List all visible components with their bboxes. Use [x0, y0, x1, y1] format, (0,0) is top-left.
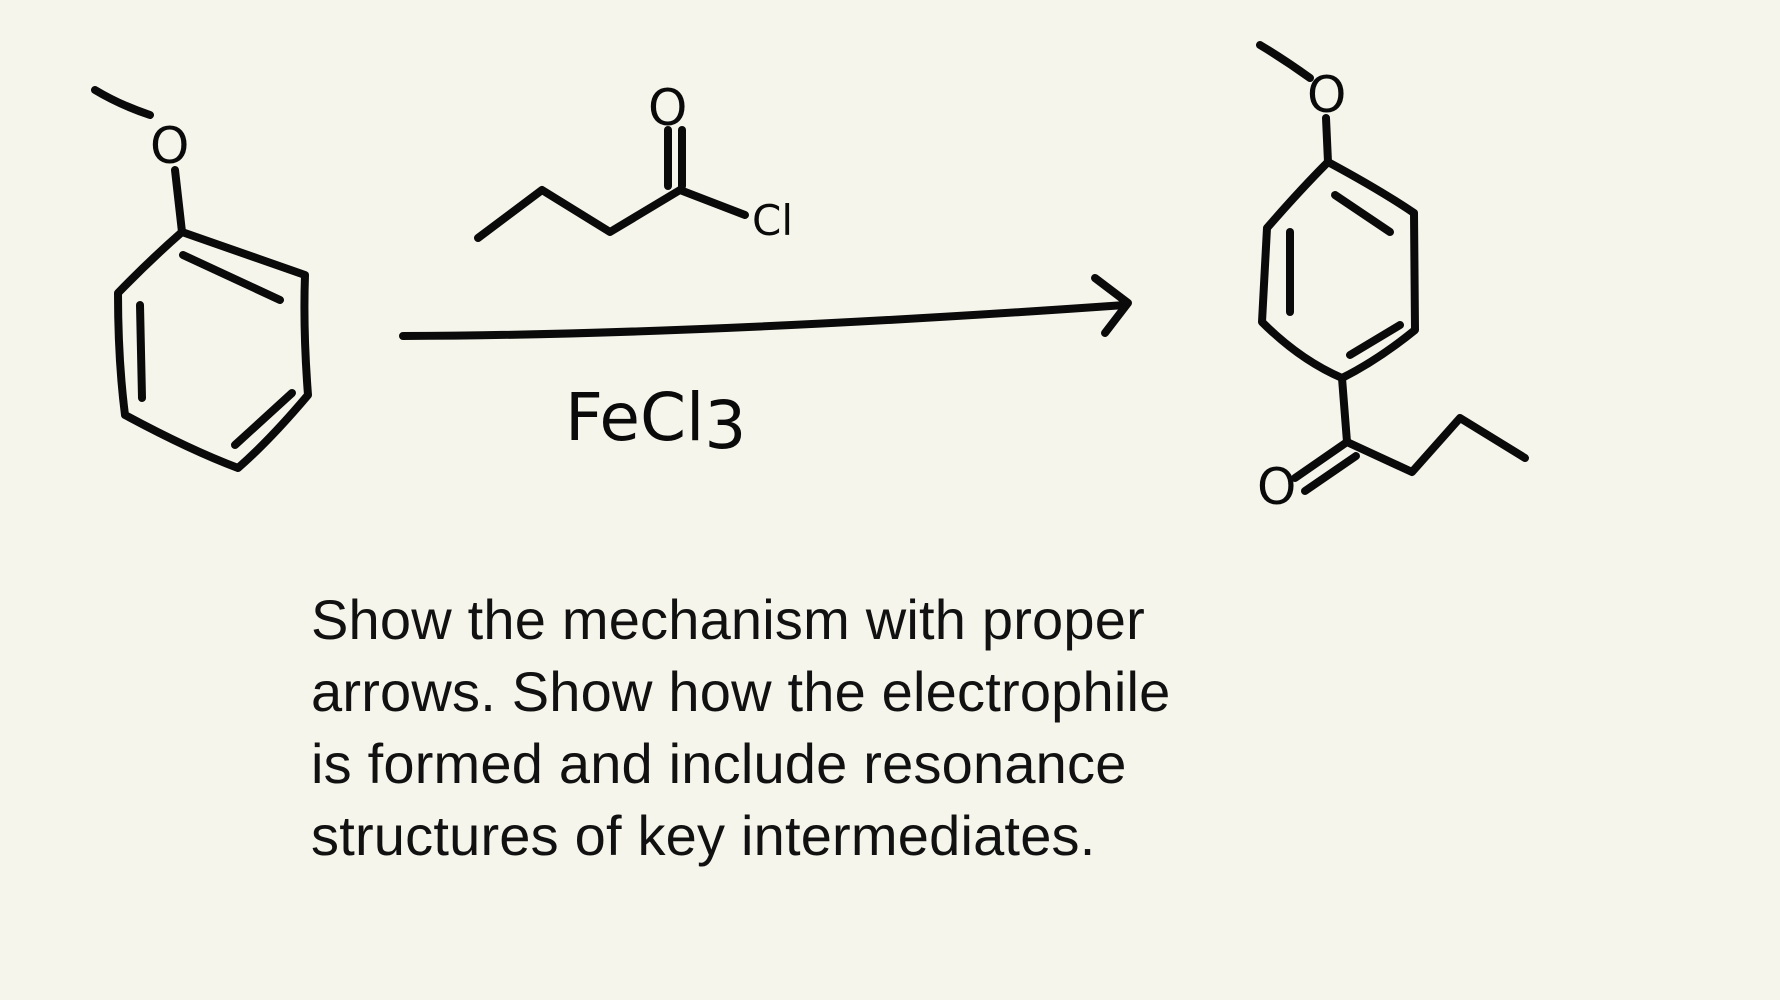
reaction-arrow-shaft — [399, 301, 1129, 340]
catalyst-main: FeCl — [565, 379, 704, 456]
instruction-line-2: arrows. Show how the electrophile — [311, 660, 1171, 723]
reagent-chlorine-label: Cl — [752, 196, 793, 245]
product-carbonyl-oxygen-label: O — [1257, 458, 1296, 516]
reagent-c-cl-bond — [676, 186, 749, 219]
reagent-oxygen-label: O — [648, 79, 687, 137]
reactant-double-bond-left — [136, 301, 146, 402]
instruction-line-1: Show the mechanism with proper — [311, 588, 1145, 651]
catalyst-subscript: 3 — [704, 387, 746, 464]
product-ethyl-chain — [1343, 414, 1529, 476]
reactant-o-ring-bond — [171, 166, 186, 236]
reactant-oxygen-label: O — [150, 117, 189, 175]
product-carbonyl-bond-1 — [1291, 438, 1351, 482]
product-carbonyl-bond-2 — [1301, 452, 1360, 495]
reactant-double-bond-bottom — [231, 389, 296, 449]
reactant-ring — [114, 228, 312, 472]
reaction-arrow-head — [1091, 274, 1132, 337]
product-o-ring-bond — [1322, 114, 1332, 166]
product-double-bond-top — [1331, 191, 1394, 236]
reagent-chain — [474, 186, 684, 242]
instruction-text: Show the mechanism with proper arrows. S… — [311, 584, 1311, 872]
product-methyl-bond — [1256, 41, 1314, 82]
reactant-methyl-bond — [91, 86, 154, 119]
product-ketone: O O — [1256, 41, 1529, 516]
product-double-bond-bottom — [1346, 321, 1404, 359]
instruction-line-4: structures of key intermediates. — [311, 804, 1096, 867]
reagent-acyl-chloride: O Cl — [474, 79, 793, 245]
instruction-line-3: is formed and include resonance — [311, 732, 1127, 795]
reactant-double-bond-top — [179, 251, 284, 304]
catalyst-label: FeCl3 — [565, 379, 746, 464]
product-ring-carbonyl-bond — [1338, 374, 1351, 446]
reactant-anisole: O — [91, 86, 312, 472]
reaction-arrow — [399, 274, 1132, 340]
